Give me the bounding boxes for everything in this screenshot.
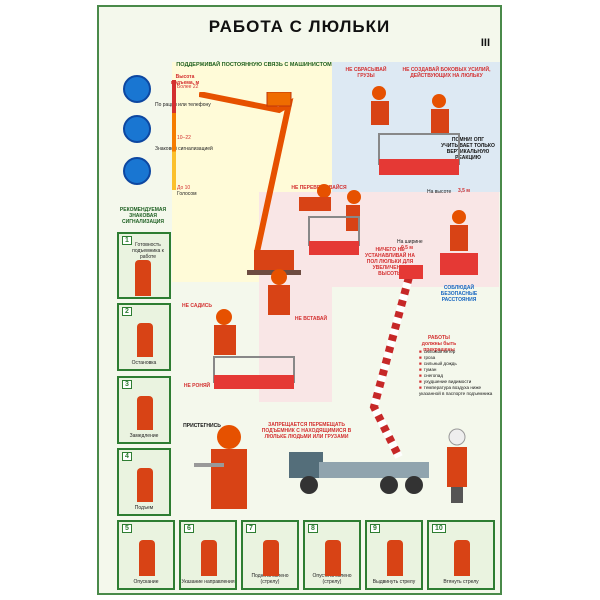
signal-number: 4 [122, 452, 132, 461]
signal-number: 2 [122, 307, 132, 316]
remember-note: ПОМНИ! ОПГ УЧИТЫВАЕТ ТОЛЬКО ВЕРТИКАЛЬНУЮ… [441, 137, 495, 161]
signal-number: 10 [432, 524, 446, 533]
warning-no-install: НИЧЕГО НЕ УСТАНАВЛИВАЙ НА ПОЛ ЛЮЛЬКИ ДЛЯ… [365, 247, 415, 277]
worker-figure [137, 396, 153, 430]
comm-method-1: По рации или телефону [155, 102, 211, 108]
worker-basket-top [371, 86, 460, 175]
signal-panel-6: 6 Указание направления [179, 520, 237, 590]
poster: РАБОТА С ЛЮЛЬКИ III ПОДДЕРЖИВАЙ ПОСТОЯНН… [97, 5, 502, 595]
signal-panel-3: 3 Замедление [117, 376, 171, 444]
height-ruler [172, 80, 176, 190]
signal-number: 8 [308, 524, 318, 533]
signal-panel-8: 8 Опустить колено (стрелу) [303, 520, 361, 590]
warning-no-drop-loads: НЕ СБРАСЫВАЙ ГРУЗЫ [345, 67, 387, 79]
comm-icon-signal [123, 115, 151, 143]
comm-icon-radio [123, 75, 151, 103]
worker-figure [325, 540, 341, 576]
warning-no-side-forces: НЕ СОЗДАВАЙ БОКОВЫХ УСИЛИЙ, ДЕЙСТВУЮЩИХ … [402, 67, 491, 79]
signal-label: Втянуть стрелу [443, 579, 479, 585]
aerial-lift-drawing [199, 92, 301, 275]
worker-basket-low [213, 269, 295, 389]
section-number: III [480, 37, 490, 49]
dist-up-label: На высоте [427, 189, 452, 195]
signal-panel-5: 5 Опускание [117, 520, 175, 590]
signal-label: Подъем [134, 505, 154, 511]
signal-number: 5 [122, 524, 132, 533]
height-level-1: Более 22 [177, 84, 199, 90]
comm-icon-voice [123, 157, 151, 185]
worker-ground [447, 428, 467, 503]
signal-label: Опускание [133, 579, 159, 585]
signal-number: 1 [122, 236, 132, 245]
height-level-2: 10–22 [177, 135, 191, 141]
warning-no-move-truck: ЗАПРЕЩАЕТСЯ ПЕРЕМЕЩАТЬ ПОДЪЕМНИК С НАХОД… [261, 422, 352, 440]
signal-panel-10: 10 Втянуть стрелу [427, 520, 495, 590]
aerial-lift-truck [289, 265, 429, 494]
signal-label: Готовность подъемника к работе [132, 242, 164, 260]
poster-title: РАБОТА С ЛЮЛЬКИ [208, 17, 391, 36]
signal-number: 9 [370, 524, 380, 533]
worker-figure [387, 540, 403, 576]
signal-label: Поднять колено (стрелу) [251, 573, 289, 585]
warning-no-stand: НЕ ВСТАВАЙ [294, 316, 328, 322]
worker-figure [137, 323, 153, 357]
warning-fasten: ПРИСТЕГНИСЬ [183, 423, 221, 429]
signal-label: Остановка [131, 360, 157, 366]
stop-reason: снегопад [419, 373, 497, 379]
stop-reason: ухудшение видимости [419, 379, 497, 385]
signal-label: Опустить колено (стрелу) [312, 573, 352, 585]
worker-distance [440, 210, 478, 275]
stop-reason: гроза [419, 355, 497, 361]
signal-number: 7 [246, 524, 256, 533]
worker-figure [263, 540, 279, 576]
worker-figure [139, 540, 155, 576]
comm-heading: ПОДДЕРЖИВАЙ ПОСТОЯННУЮ СВЯЗЬ С МАШИНИСТО… [176, 62, 332, 68]
lift-height-label: Высота подъема, м [170, 74, 200, 86]
signals-heading: РЕКОМЕНДУЕМАЯ ЗНАКОВАЯ СИГНАЛИЗАЦИЯ [119, 207, 167, 225]
signal-panel-2: 2 Остановка [117, 303, 171, 371]
dist-up-value: 3,5 м [457, 188, 471, 194]
signal-panel-9: 9 Выдвинуть стрелу [365, 520, 423, 590]
worker-fastening [194, 425, 247, 509]
dist-side-label: На ширине [397, 239, 423, 245]
signal-panel-1: 1 Готовность подъемника к работе [117, 232, 171, 299]
comm-method-3: Голосом [177, 191, 197, 197]
stop-reason: температура воздуха ниже указанной в пас… [419, 385, 497, 397]
signal-panel-7: 7 Поднять колено (стрелу) [241, 520, 299, 590]
signal-label: Выдвинуть стрелу [372, 579, 416, 585]
worker-figure [201, 540, 217, 576]
comm-method-2: Знаковой сигнализацией [155, 146, 213, 152]
worker-figure [135, 260, 151, 296]
worker-figure [137, 468, 153, 502]
signal-label: Указание направления [181, 579, 235, 585]
signal-number: 3 [122, 380, 132, 389]
signal-panel-4: 4 Подъем [117, 448, 171, 516]
stop-reason: сильный дождь [419, 361, 497, 367]
safe-distance-note: СОБЛЮДАЙ БЕЗОПАСНЫЕ РАССТОЯНИЯ [440, 285, 478, 303]
warning-no-drop: НЕ РОНЯЙ [183, 383, 211, 389]
signal-number: 6 [184, 524, 194, 533]
worker-figure [454, 540, 470, 576]
stop-reason: сильный ветер [419, 349, 497, 355]
warning-no-sit: НЕ САДИСЬ [182, 303, 212, 309]
stop-reason: туман [419, 367, 497, 373]
dist-side-value: 0,5 м [400, 245, 414, 251]
worker-basket-mid [299, 184, 361, 255]
signal-label: Замедление [129, 433, 159, 439]
stop-work-list: сильный ветер гроза сильный дождь туман … [419, 349, 497, 397]
height-level-3: До 10 [177, 185, 191, 191]
